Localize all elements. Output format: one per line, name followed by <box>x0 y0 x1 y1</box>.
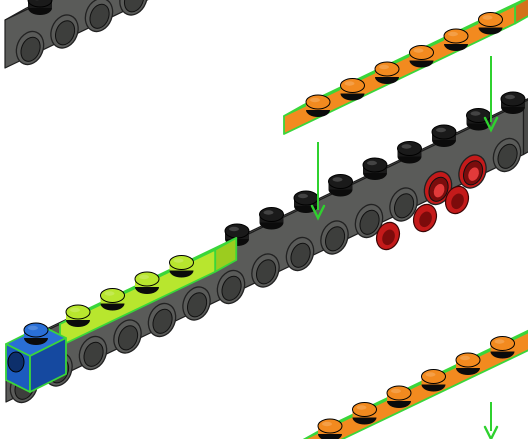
stud <box>305 94 331 117</box>
stud <box>500 91 526 114</box>
technic-brick-top-left <box>4 0 187 69</box>
technic-hole <box>50 14 79 49</box>
stud <box>490 336 515 359</box>
stud <box>466 108 491 131</box>
technic-hole <box>147 302 177 338</box>
technic-hole <box>492 137 522 173</box>
stud <box>340 78 365 101</box>
stud <box>328 174 353 197</box>
technic-hole <box>354 203 384 239</box>
technic-hole <box>251 253 280 288</box>
stud <box>478 12 503 35</box>
technic-hole <box>216 269 246 305</box>
placement-arrow-left <box>310 142 326 221</box>
plate-1x6-orange-lower <box>302 329 528 439</box>
technic-hole <box>15 30 45 66</box>
plate-1x6-orange-upper <box>283 0 528 135</box>
side-stud <box>7 351 25 373</box>
stud <box>352 402 377 425</box>
technic-hole <box>389 187 418 222</box>
stud <box>431 124 457 147</box>
technic-hole <box>150 0 187 3</box>
stud <box>386 385 412 408</box>
stud <box>134 271 160 294</box>
placement-arrow-lower <box>483 402 499 439</box>
stud <box>374 61 400 84</box>
stud <box>362 157 388 180</box>
technic-hole <box>182 286 211 321</box>
technic-hole <box>285 236 315 272</box>
stud <box>421 369 446 392</box>
stud <box>23 322 49 345</box>
stud <box>455 352 481 375</box>
axle-pin-connectors <box>375 185 470 251</box>
stud <box>397 141 422 164</box>
stud <box>100 288 125 311</box>
stud <box>65 304 91 327</box>
stud <box>317 418 343 439</box>
technic-hole <box>113 319 142 354</box>
technic-brick-main <box>5 91 528 404</box>
stud <box>259 207 284 230</box>
technic-hole <box>119 0 148 16</box>
technic-hole <box>320 220 349 255</box>
placement-arrow-right <box>483 56 499 133</box>
stud <box>27 0 53 15</box>
stud <box>443 28 469 51</box>
technic-hole <box>78 335 108 371</box>
red-pin-hole <box>458 154 487 189</box>
brick-1x1-blue <box>5 322 67 393</box>
technic-hole <box>84 0 114 33</box>
stud <box>409 45 434 68</box>
stud <box>169 255 194 278</box>
